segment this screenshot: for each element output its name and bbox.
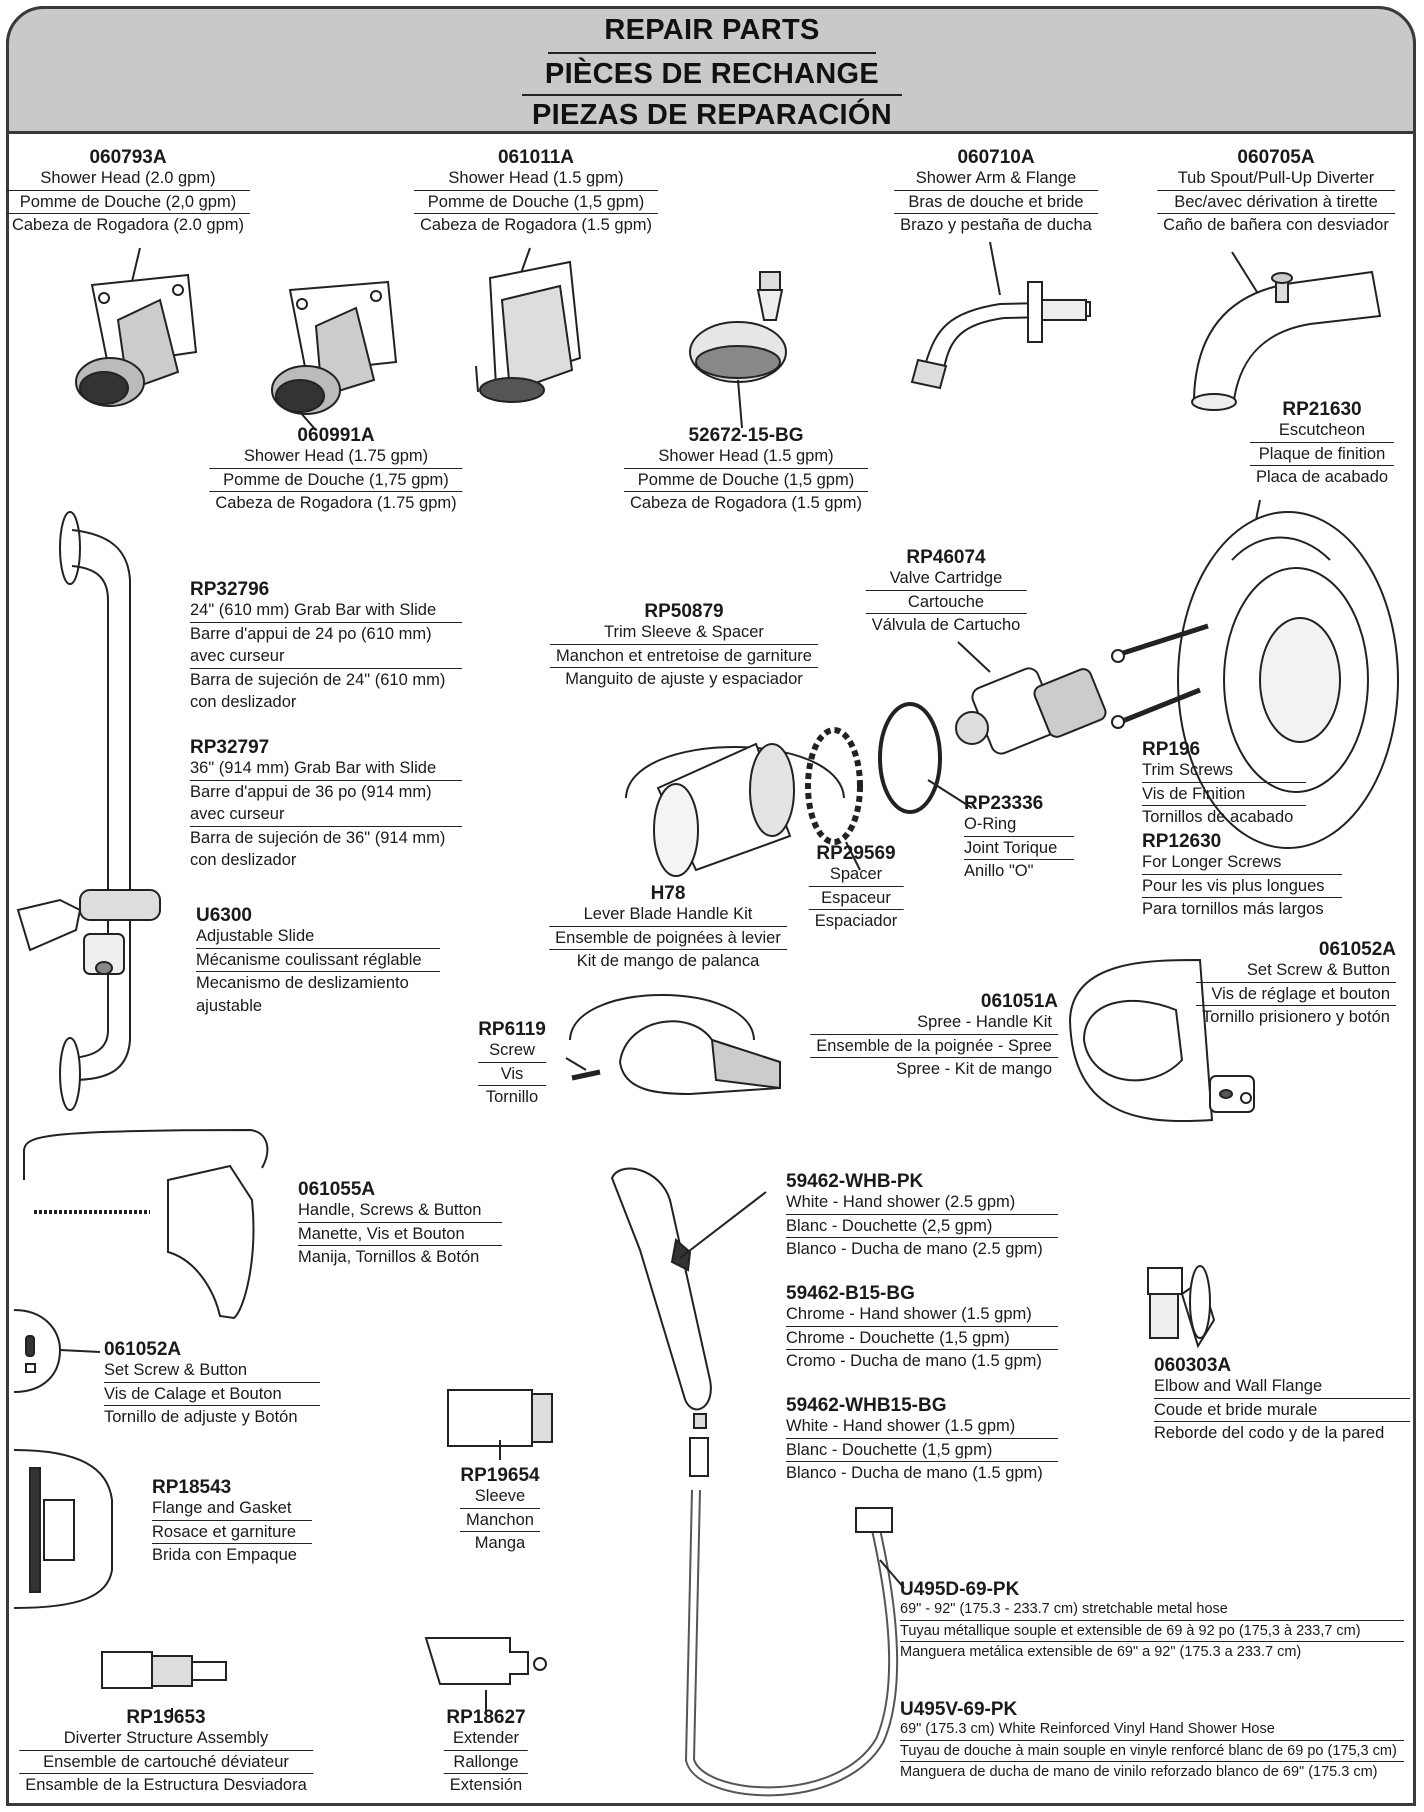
part-U495V-69-PK: U495V-69-PK 69" (175.3 cm) White Reinfor… [900, 1700, 1404, 1783]
shower-head-2gpm-drawing [75, 247, 198, 407]
grab-bar-drawing [59, 511, 131, 1111]
screw-rp6119-drawing [565, 1057, 601, 1081]
part-RP18627: RP18627 Extender Rallonge Extensión [443, 1708, 529, 1797]
part-060793A: 060793A Shower Head (2.0 gpm) Pomme de D… [5, 148, 251, 237]
part-52672-15-BG: 52672-15-BG Shower Head (1.5 gpm) Pomme … [623, 426, 869, 515]
adjustable-slide-drawing [16, 889, 161, 975]
trim-sleeve-drawing [625, 742, 845, 877]
shower-arm-drawing [910, 241, 1091, 390]
part-RP196: RP196 Trim Screws Vis de Finition Tornil… [1142, 740, 1306, 829]
hand-shower-drawing [610, 1167, 767, 1477]
sleeve-drawing [447, 1389, 553, 1460]
set-screw-left-drawing [13, 1309, 101, 1393]
shower-head-175gpm-drawing [271, 280, 398, 429]
part-061052A-left: 061052A Set Screw & Button Vis de Calage… [104, 1340, 320, 1429]
title-french: PIÈCES DE RECHANGE [544, 58, 880, 90]
trim-screws-drawing [1111, 623, 1209, 729]
handle-061055A-drawing [23, 1128, 269, 1320]
title-english: REPAIR PARTS [604, 14, 820, 46]
shower-head-15gpm-drawing [475, 247, 582, 403]
part-060303A: 060303A Elbow and Wall Flange Coude et b… [1154, 1356, 1410, 1445]
shower-head-52672-drawing [689, 271, 787, 429]
part-RP46074: RP46074 Valve Cartridge Cartouche Válvul… [865, 548, 1027, 637]
part-59462-WHB15-BG: 59462-WHB15-BG White - Hand shower (1.5 … [786, 1396, 1058, 1485]
header-band [6, 6, 1416, 134]
part-060710A: 060710A Shower Arm & Flange Bras de douc… [894, 148, 1098, 237]
part-RP18543: RP18543 Flange and Gasket Rosace et garn… [152, 1478, 312, 1567]
title-spanish: PIEZAS DE REPARACIÓN [532, 99, 892, 131]
part-H78: H78 Lever Blade Handle Kit Ensemble de p… [549, 884, 787, 973]
part-RP32797: RP32797 36" (914 mm) Grab Bar with Slide… [190, 738, 462, 872]
part-RP6119: RP6119 Screw Vis Tornillo [478, 1019, 546, 1106]
part-061052A-right: 061052A Set Screw & Button Vis de réglag… [1195, 940, 1396, 1029]
extender-drawing [424, 1637, 547, 1712]
diverter-drawing [101, 1651, 227, 1720]
part-RP21630: RP21630 Escutcheon Plaque de finition Pl… [1249, 400, 1395, 489]
title-rule [548, 52, 876, 54]
tub-spout-drawing [1191, 251, 1382, 411]
valve-cartridge-drawing [955, 641, 1107, 755]
part-U6300: U6300 Adjustable Slide Mécanisme couliss… [196, 906, 440, 1017]
part-060705A: 060705A Tub Spout/Pull-Up Diverter Bec/a… [1157, 148, 1395, 237]
part-RP19654: RP19654 Sleeve Manchon Manga [460, 1465, 540, 1552]
o-ring-drawing [878, 702, 973, 814]
escutcheon-drawing [1177, 499, 1399, 849]
part-061011A: 061011A Shower Head (1.5 gpm) Pomme de D… [413, 148, 659, 237]
flange-gasket-drawing [13, 1449, 113, 1609]
part-RP12630: RP12630 For Longer Screws Pour les vis p… [1142, 832, 1342, 921]
part-RP32796: RP32796 24" (610 mm) Grab Bar with Slide… [190, 580, 462, 714]
part-RP23336: RP23336 O-Ring Joint Torique Anillo "O" [964, 794, 1074, 883]
part-RP50879: RP50879 Trim Sleeve & Spacer Manchon et … [550, 602, 818, 691]
spree-handle-drawing [1068, 958, 1255, 1123]
part-U495D-69-PK: U495D-69-PK 69" - 92" (175.3 - 233.7 cm)… [900, 1580, 1404, 1663]
part-061055A: 061055A Handle, Screws & Button Manette,… [298, 1180, 502, 1269]
elbow-flange-drawing [1147, 1265, 1216, 1349]
part-59462-WHB-PK: 59462-WHB-PK White - Hand shower (2.5 gp… [786, 1172, 1058, 1261]
part-RP29569: RP29569 Spacer Espaceur Espaciador [808, 844, 904, 933]
part-RP19653: RP19653 Diverter Structure Assembly Ense… [19, 1708, 313, 1797]
lever-handle-drawing [569, 994, 781, 1096]
part-59462-B15-BG: 59462-B15-BG Chrome - Hand shower (1.5 g… [786, 1284, 1058, 1373]
hose-drawing [684, 1489, 905, 1797]
part-061051A: 061051A Spree - Handle Kit Ensemble de l… [810, 992, 1058, 1081]
title-rule [522, 94, 902, 96]
spacer-drawing [805, 727, 863, 871]
part-060991A: 060991A Shower Head (1.75 gpm) Pomme de … [209, 426, 463, 515]
